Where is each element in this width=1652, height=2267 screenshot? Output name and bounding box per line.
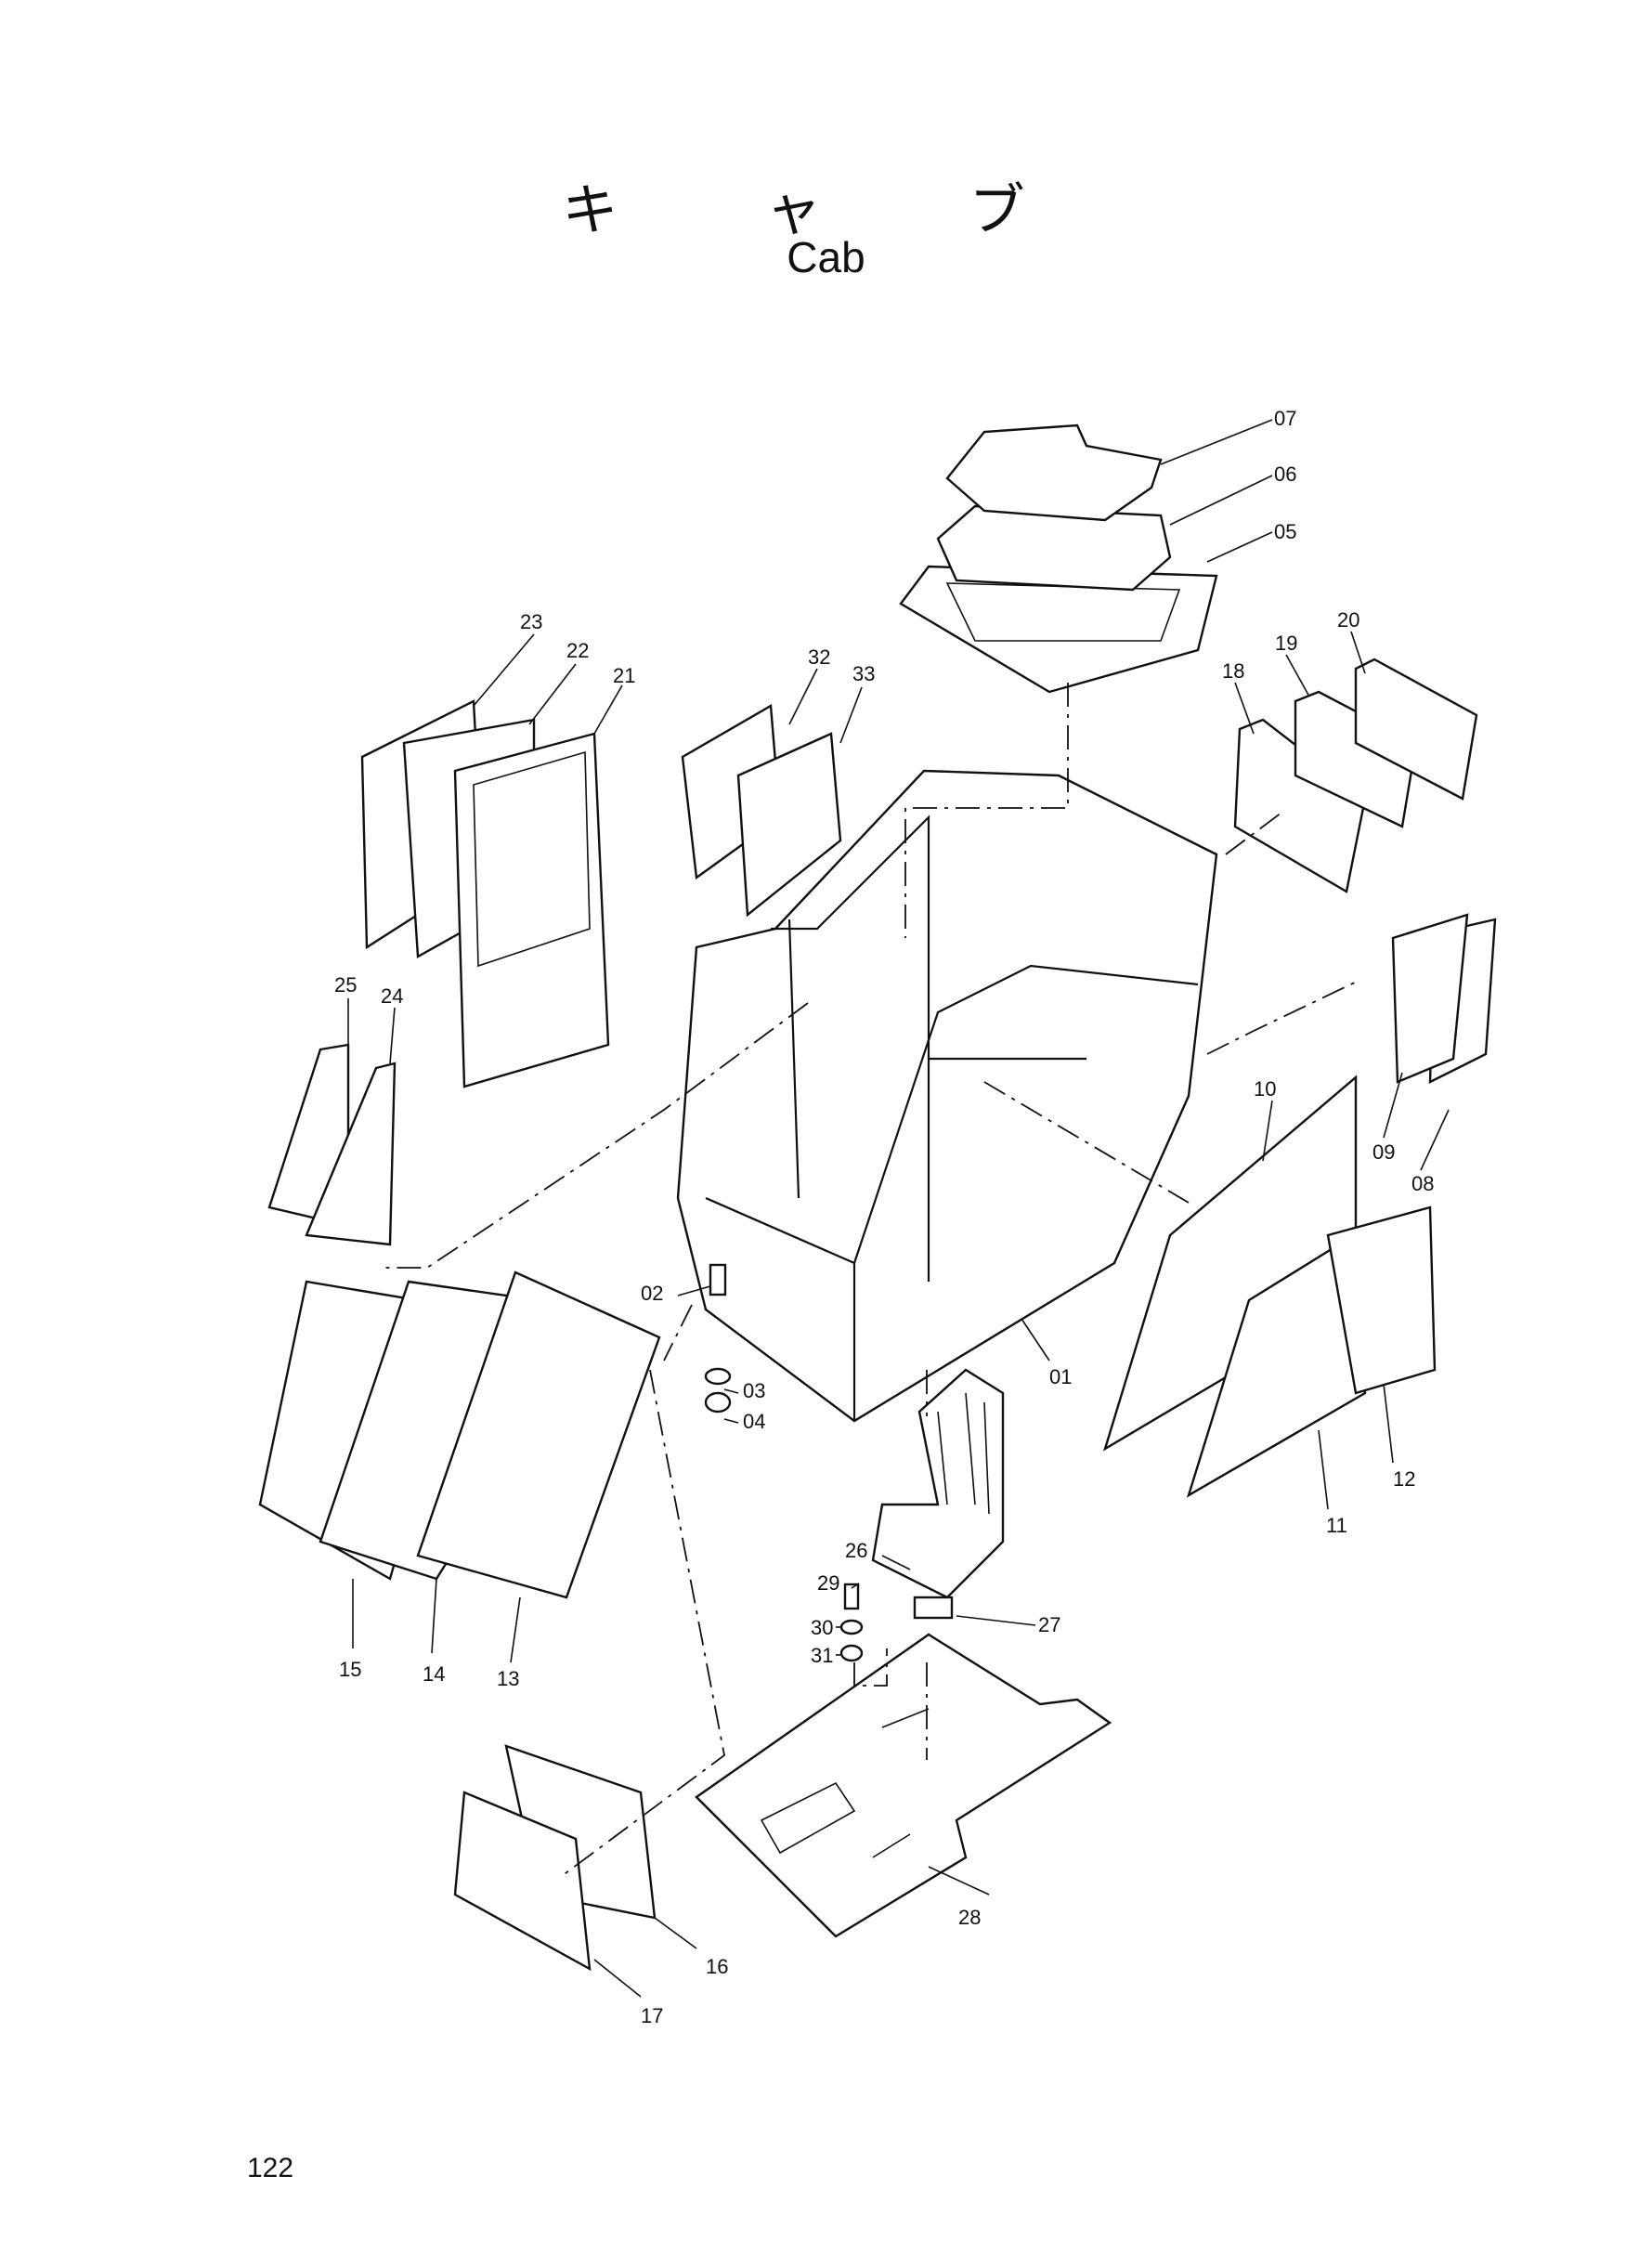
seat-part — [871, 1368, 1005, 1599]
callout-15: 15 — [339, 1658, 361, 1681]
floor-mat-part — [695, 1633, 1112, 1938]
washer-part — [704, 1367, 732, 1386]
page-title-english: Cab — [787, 233, 865, 281]
callout-07: 07 — [1274, 407, 1296, 430]
callout-18: 18 — [1222, 659, 1244, 683]
page-title-japanese: キ ャ ブ — [562, 178, 1090, 243]
callout-11: 11 — [1326, 1514, 1347, 1537]
door-frame-part — [453, 732, 610, 1088]
callout-32: 32 — [808, 645, 830, 669]
callout-leaders — [347, 419, 1450, 1998]
seat-base-part — [913, 1596, 954, 1620]
side-seal-part — [1391, 913, 1469, 1084]
callout-14: 14 — [423, 1662, 445, 1686]
callout-33: 33 — [852, 662, 875, 685]
callout-03: 03 — [743, 1379, 765, 1402]
bolt-29-part — [843, 1583, 860, 1610]
callout-05: 05 — [1274, 520, 1296, 543]
callout-26: 26 — [845, 1539, 867, 1562]
rear-window-frame-part — [1233, 718, 1367, 893]
callout-27: 27 — [1038, 1613, 1060, 1636]
assembly-lines — [381, 683, 1361, 1877]
callout-28: 28 — [958, 1906, 981, 1929]
callout-31: 31 — [811, 1644, 833, 1667]
callout-20: 20 — [1337, 608, 1359, 632]
roof-seal-part — [936, 504, 1172, 592]
callout-23: 23 — [520, 610, 542, 633]
callout-25: 25 — [334, 973, 357, 997]
rear-window-glass-part — [1354, 658, 1478, 801]
upper-side-seal-part — [736, 732, 842, 918]
callout-29: 29 — [817, 1571, 839, 1595]
rear-window-seal-part — [1294, 690, 1418, 828]
upper-front-glass-part — [1326, 1205, 1437, 1395]
callout-30: 30 — [811, 1616, 833, 1639]
callout-21: 21 — [613, 664, 635, 687]
bolt-part — [709, 1263, 727, 1296]
cab-body-part — [676, 769, 1218, 1423]
callout-01: 01 — [1049, 1365, 1072, 1388]
nut-31-part — [839, 1644, 864, 1662]
callout-17: 17 — [641, 2004, 663, 2027]
page-number: 122 — [247, 2153, 294, 2183]
callout-10: 10 — [1254, 1077, 1276, 1101]
callout-06: 06 — [1274, 463, 1296, 486]
roof-glass-part — [945, 423, 1163, 522]
callout-22: 22 — [566, 639, 589, 662]
washer-30-part — [839, 1619, 864, 1635]
callout-numbers: 01 02 03 04 05 06 07 08 09 10 11 12 13 1… — [334, 407, 1434, 2027]
callout-16: 16 — [706, 1955, 728, 1978]
callout-13: 13 — [497, 1667, 519, 1690]
callout-12: 12 — [1393, 1467, 1415, 1491]
nut-part — [704, 1391, 732, 1414]
callout-09: 09 — [1372, 1140, 1395, 1164]
callout-02: 02 — [641, 1282, 663, 1305]
callout-19: 19 — [1275, 632, 1297, 655]
callout-24: 24 — [381, 984, 403, 1008]
callout-04: 04 — [743, 1410, 765, 1433]
callout-08: 08 — [1411, 1172, 1434, 1195]
front-frame-part — [416, 1270, 661, 1599]
lower-glass-part — [453, 1791, 592, 1972]
triangular-seal-part — [305, 1062, 397, 1246]
